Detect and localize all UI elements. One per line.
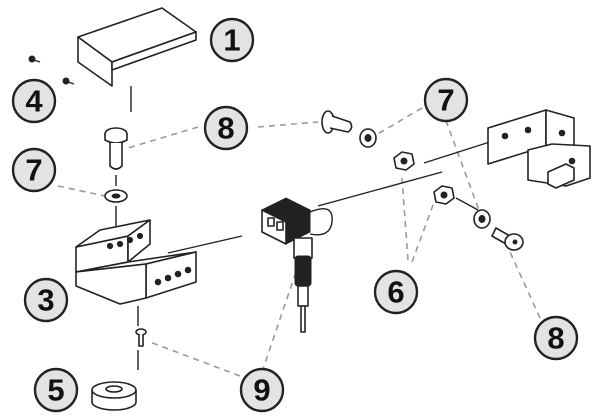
tiny-screw-2 [62,77,70,85]
part-bolt-top [321,110,353,134]
callout-label: 7 [25,153,42,188]
leader-lines [57,107,541,377]
tiny-screw-1 [28,55,36,63]
bolt-top-shank [329,115,353,133]
axis-nut-mount [423,139,497,164]
cover-front-face [77,36,113,87]
axis-bracket-sensor [167,235,243,254]
callout-label: 6 [387,275,404,310]
part-round-pad [91,381,137,411]
callout-badge-5: 5 [33,367,79,413]
sensor-neck [293,237,313,259]
callout-label: 5 [47,373,64,408]
part-mount-bracket [487,109,591,189]
callout-label: 8 [547,321,564,356]
leader-7b-washer2 [441,109,481,214]
part-nut-right [433,185,455,205]
axis-lines [115,86,497,370]
bracket-inner [127,219,151,263]
bracket-side [75,263,147,305]
leader-9-sensor [261,271,297,373]
mount-foot [547,163,575,189]
callout-label: 9 [253,373,270,408]
part-screw-vertical [104,127,128,170]
washer-left-hole [111,193,121,199]
callout-badge-7a: 7 [11,147,57,193]
screw-v-shank [109,143,123,170]
sensor-body [294,255,312,287]
cover-edge [111,31,197,71]
callout-badge-3: 3 [23,277,69,323]
callout-badge-1: 1 [209,17,255,63]
part-washer-right [473,209,491,229]
part-cover-plate [77,7,197,87]
sensor-cable-loop [309,208,333,236]
leader-8b-bolt [509,251,541,319]
callout-badge-8b: 8 [533,315,579,361]
pad-center [105,385,123,393]
callout-label: 3 [37,283,54,318]
callout-label: 7 [437,83,454,118]
leader-7b-washer [375,107,423,136]
callout-badge-9: 9 [239,367,285,413]
axis-nut-washer [455,197,479,211]
part-nut-top [393,151,415,171]
part-bolt-right [491,227,524,251]
leader-7a-washer [57,185,106,197]
callout-badge-8a: 8 [203,105,249,151]
sensor-stem [297,285,309,307]
callout-label: 1 [223,23,240,58]
part-screw-bottom [135,328,147,347]
sensor-probe [300,305,306,333]
callout-badge-4: 4 [11,78,57,124]
part-tiny-screws [28,55,75,85]
leader-8a-bolt [257,121,319,128]
leader-6-nut [401,177,409,261]
callout-label: 4 [25,84,43,119]
callout-badge-6: 6 [373,269,419,315]
axis-sensor-nut [317,171,443,207]
part-sensor [260,197,333,333]
part-washer-top [359,128,377,148]
leader-9-screw [149,341,241,377]
leader-8a-screw [127,126,199,149]
leader-6-nut2 [411,196,437,263]
part-u-bracket [75,219,197,305]
sensor-block-right [285,209,311,245]
callout-label: 8 [217,111,234,146]
callout-badge-7b: 7 [423,77,469,123]
part-washer-left [104,189,128,203]
